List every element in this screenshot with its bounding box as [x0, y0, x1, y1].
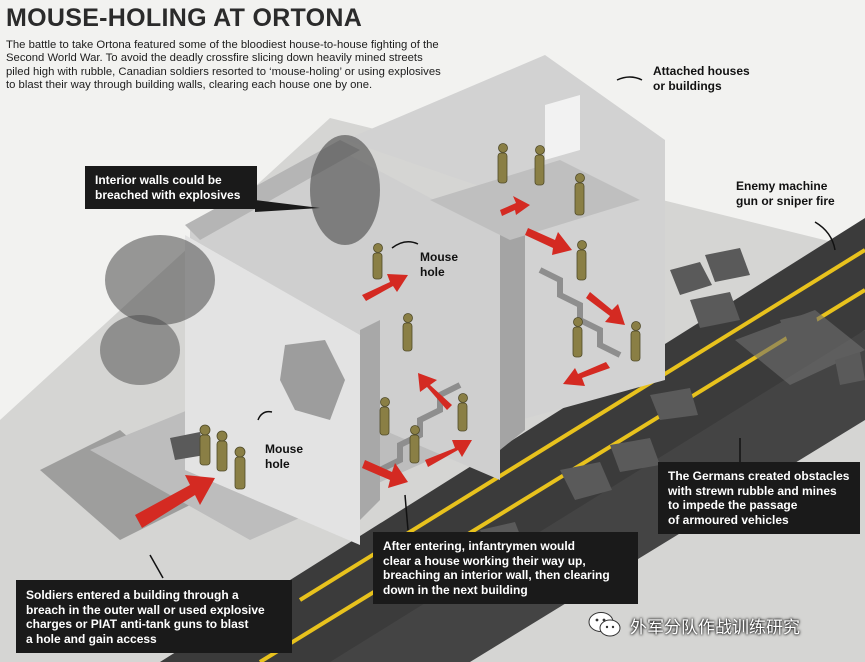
- soldier: [497, 143, 508, 184]
- arrow: [362, 460, 408, 488]
- soldier: [216, 430, 228, 472]
- soldier: [457, 393, 468, 432]
- page-title: MOUSE-HOLING AT ORTONA: [6, 4, 363, 32]
- smoke: [310, 135, 380, 245]
- smoke: [105, 235, 215, 325]
- arrow: [418, 373, 452, 410]
- soldier: [379, 397, 390, 436]
- arrow: [500, 196, 530, 216]
- intro-text: The battle to take Ortona featured some …: [6, 39, 441, 91]
- smoke: [100, 315, 180, 385]
- soldier: [574, 173, 585, 216]
- arrow: [586, 292, 625, 325]
- rubble: [170, 248, 865, 556]
- callout-pointer: [255, 200, 320, 212]
- arrow: [525, 228, 572, 255]
- label-enemy-fire: Enemy machine gun or sniper fire: [736, 179, 835, 208]
- callout-after-entering: After entering, infantrymen would clear …: [373, 532, 638, 604]
- entry-arrow: [135, 475, 215, 528]
- label-mouse-hole-upper: Mouse hole: [420, 250, 459, 279]
- right-building-floor-upper: [430, 160, 640, 240]
- label-mouse-hole-lower: Mouse hole: [265, 442, 304, 471]
- soldier: [402, 313, 413, 352]
- callout-soldiers-entered: Soldiers entered a building through a br…: [16, 580, 292, 653]
- callout-obstacles: The Germans created obstacles with strew…: [658, 462, 860, 534]
- right-building-back-wall: [345, 55, 665, 420]
- right-building-window: [545, 95, 580, 160]
- soldier: [572, 317, 583, 358]
- wall-breach: [280, 340, 345, 420]
- soldier: [409, 425, 420, 464]
- label-attached-houses: Attached houses or buildings: [653, 64, 750, 93]
- arrow: [425, 440, 472, 467]
- soldier: [234, 446, 246, 490]
- callout-interior-walls: Interior walls could be breached with ex…: [85, 166, 257, 209]
- soldiers: [199, 143, 641, 490]
- wechat-icon: [588, 612, 621, 637]
- left-building-side-wall: [185, 235, 360, 545]
- arrow: [362, 274, 408, 301]
- right-building-divider: [500, 220, 525, 450]
- soldier: [534, 145, 545, 186]
- watermark-text: 外军分队作战训练研究: [630, 617, 800, 638]
- soldier: [630, 321, 641, 362]
- cobbles: [735, 310, 865, 385]
- staircase-right: [538, 267, 622, 358]
- arrow: [563, 362, 610, 386]
- interior-wall: [360, 320, 380, 520]
- soldier: [576, 240, 587, 281]
- soldier: [372, 243, 383, 280]
- watermark: 外军分队作战训练研究: [588, 611, 800, 639]
- soldier: [199, 424, 211, 466]
- movement-arrows: [135, 196, 625, 528]
